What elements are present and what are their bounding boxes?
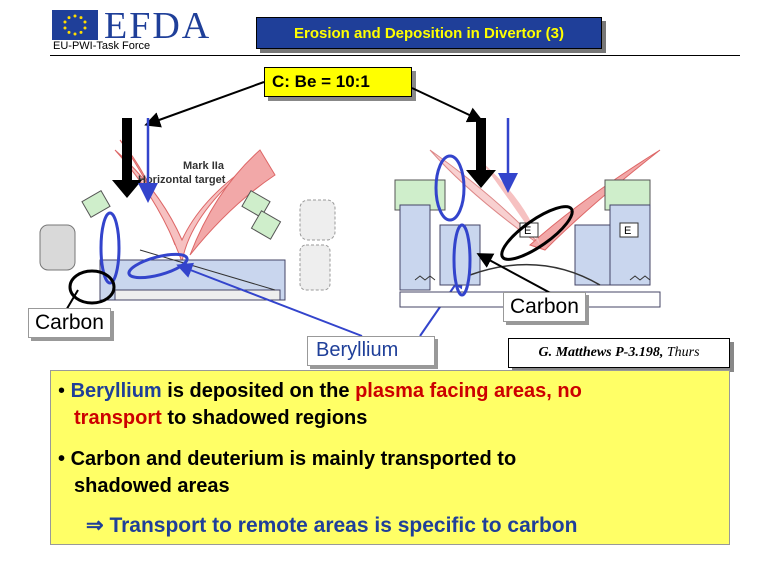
carbon-label-right: Carbon	[503, 292, 586, 322]
ratio-label: C: Be = 10:1	[264, 67, 412, 97]
left-diagram-label-1: Mark IIa	[183, 160, 225, 172]
citation-box: G. Matthews P-3.198, Thurs	[508, 338, 730, 368]
bullet-conclusion: ⇒ Transport to remote areas is specific …	[86, 514, 578, 537]
left-black-arrow	[112, 118, 142, 198]
bullet-carbon: • Carbon and deuterium is mainly transpo…	[58, 448, 517, 497]
eu-flag-logo	[52, 10, 98, 40]
ratio-pointer-left	[144, 81, 265, 128]
ratio-pointer-right	[411, 87, 484, 123]
right-blue-ellipse-2	[452, 223, 472, 297]
svg-text:E: E	[624, 225, 631, 237]
right-black-arrow	[466, 118, 496, 188]
implies-arrow-icon: ⇒	[86, 514, 104, 537]
header-divider	[50, 55, 740, 56]
right-black-ellipse	[500, 205, 574, 261]
carbon-label-left: Carbon	[28, 308, 111, 338]
slide-title: Erosion and Deposition in Divertor (3)	[256, 17, 602, 49]
right-blue-ellipse-1	[434, 154, 466, 222]
left-blue-ellipse-1	[99, 211, 121, 285]
taskforce-label: EU-PWI-Task Force	[53, 40, 151, 52]
left-diagram-label-2: Horizontal target	[138, 174, 226, 186]
svg-text:E: E	[524, 225, 531, 237]
citation-text: G. Matthews P-3.198,	[538, 345, 664, 360]
left-black-circle	[68, 269, 116, 305]
beryllium-label: Beryllium	[307, 336, 435, 366]
citation-day: Thurs	[666, 345, 700, 360]
left-divertor-diagram: Mark IIa Horizontal target	[39, 118, 336, 305]
left-blue-ellipse-2	[127, 252, 189, 280]
bullet-beryllium: • Beryllium is deposited on the plasma f…	[58, 380, 582, 429]
bullet-panel	[50, 370, 730, 545]
efda-logo-text: EFDA	[104, 5, 212, 47]
right-divertor-diagram: E E	[394, 118, 661, 308]
